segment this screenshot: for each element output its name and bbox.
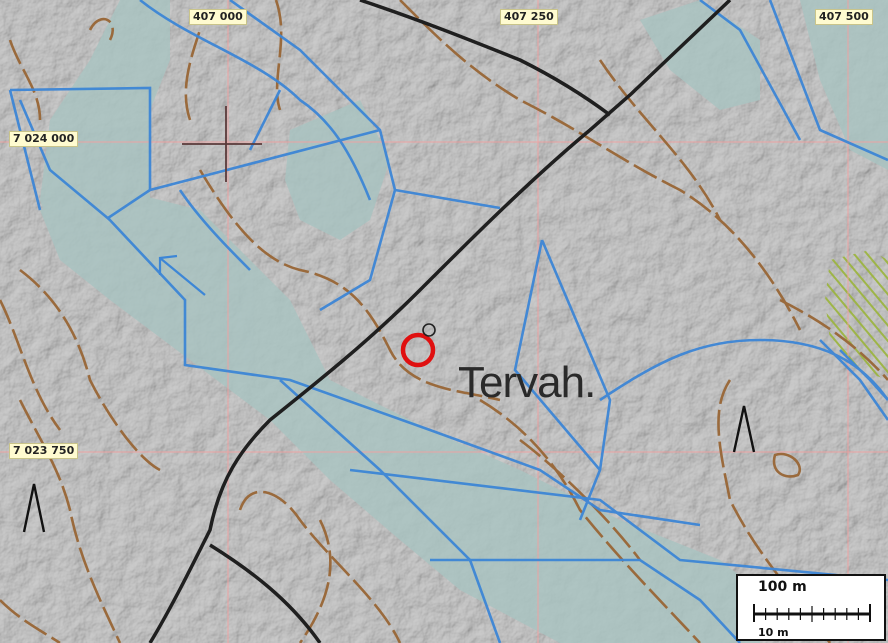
scale-bar: 100 m 10 m — [736, 574, 886, 641]
easting-label: 407 250 — [500, 9, 558, 25]
cliff-symbol — [732, 405, 756, 453]
scale-ruler — [753, 604, 871, 622]
flow-arrow — [158, 254, 206, 296]
point-marker — [422, 323, 436, 337]
easting-label: 407 500 — [815, 9, 873, 25]
ditch-network — [8, 0, 888, 643]
crosshair-marker — [182, 106, 262, 182]
target-circle[interactable] — [400, 332, 436, 368]
road-network — [148, 0, 732, 643]
knoll-contour — [772, 452, 801, 478]
scale-label-small: 10 m — [758, 626, 789, 639]
marsh-area — [825, 250, 888, 380]
scale-label-large: 100 m — [758, 579, 807, 595]
easting-label: 407 000 — [189, 9, 247, 25]
northing-label: 7 024 000 — [9, 131, 79, 147]
northing-label: 7 023 750 — [9, 443, 79, 459]
place-name: Tervah. — [458, 358, 596, 407]
cliff-symbol — [22, 483, 46, 533]
